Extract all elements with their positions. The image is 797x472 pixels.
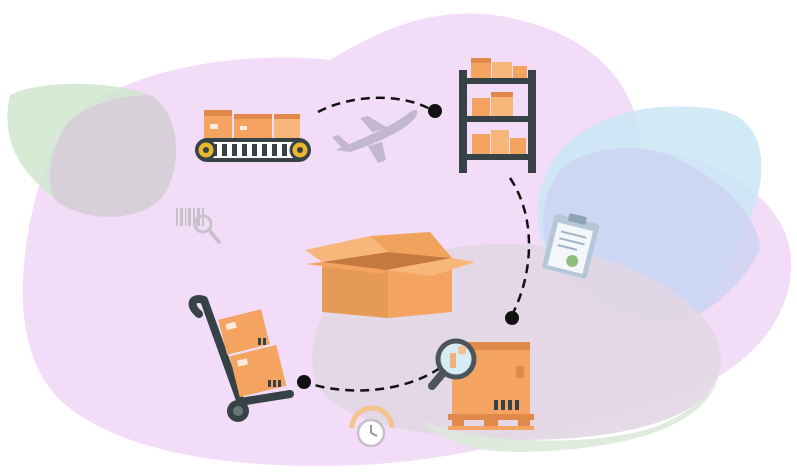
flow-conveyor-to-shelf: [317, 96, 433, 114]
magnifier-icon: [428, 338, 477, 390]
airplane-icon: [332, 110, 418, 163]
clipboard-check-icon: [542, 213, 600, 279]
green-edge-bottom: [420, 380, 718, 452]
flow-dot-truck: [297, 375, 311, 389]
flow-dot-shelf: [428, 104, 442, 118]
flow-shelf-to-pallet: [508, 177, 531, 316]
open-box-icon: [305, 232, 475, 318]
flow-path: [304, 96, 531, 392]
hand-truck-icon: [188, 295, 294, 422]
warehouse-shelf-icon: [459, 58, 536, 173]
conveyor-belt-icon: [195, 110, 311, 162]
flow-pallet-to-truck: [304, 366, 441, 392]
flow-dot-pallet: [505, 311, 519, 325]
grey-overlap-left: [50, 95, 177, 217]
stopwatch-icon: [349, 405, 395, 448]
barcode-search-icon: [176, 208, 221, 244]
